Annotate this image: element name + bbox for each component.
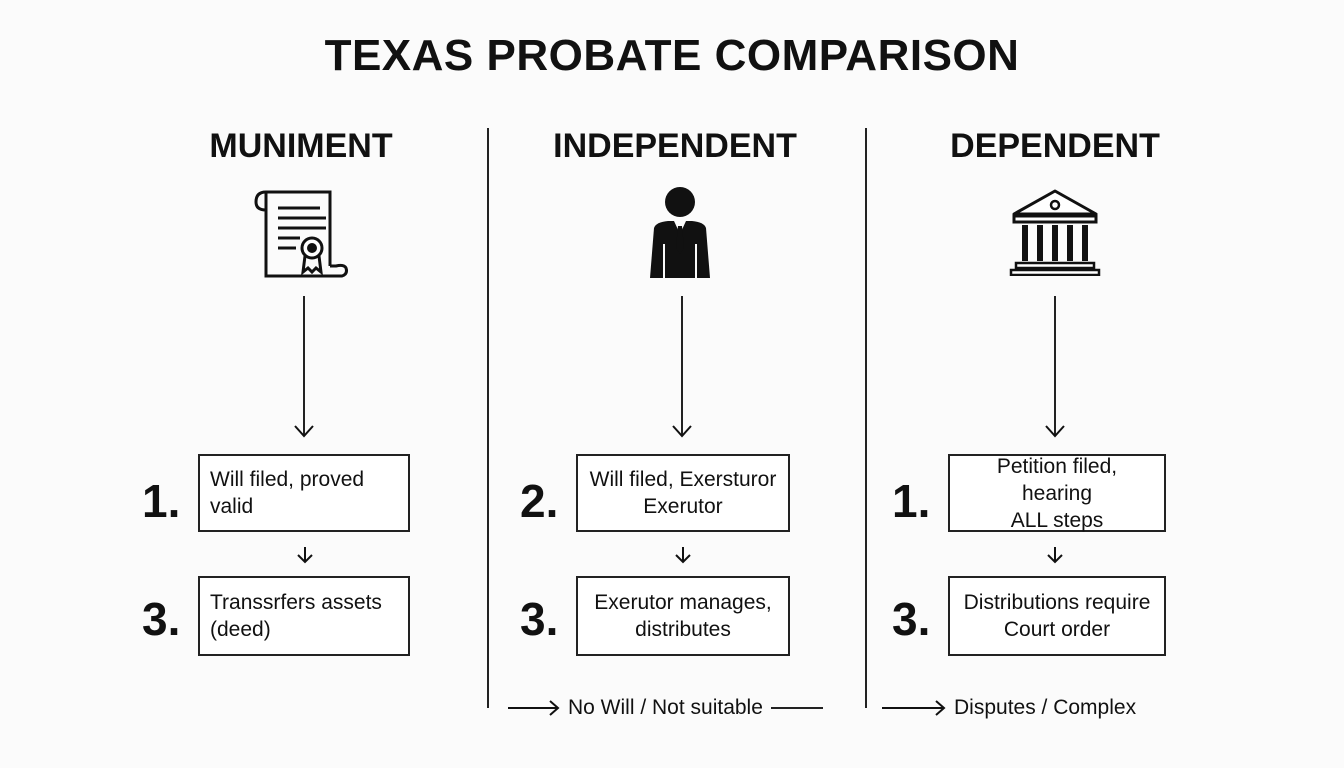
step-text-line: (deed) bbox=[210, 618, 271, 641]
arrow-right-icon bbox=[882, 700, 946, 716]
step-number: 2. bbox=[520, 475, 559, 527]
arrow-down-icon bbox=[296, 546, 314, 569]
independent-footnote: No Will / Not suitable bbox=[508, 694, 823, 722]
arrow-down-icon bbox=[1046, 546, 1064, 569]
step-text-line: Petition filed, hearing bbox=[996, 454, 1118, 505]
step-box: Will filed, proved valid bbox=[198, 454, 410, 532]
courthouse-icon bbox=[1008, 188, 1102, 281]
step-number: 1. bbox=[142, 475, 181, 527]
step-text-line: distributes bbox=[635, 618, 731, 641]
step-text-line: ALL steps bbox=[1010, 508, 1104, 532]
step-text-line: Exerutor bbox=[643, 495, 723, 518]
arrow-right-icon bbox=[508, 700, 560, 716]
step-text-line: Will filed, Exersturor bbox=[589, 468, 777, 491]
column-divider-right bbox=[865, 128, 867, 708]
footnote-label: No Will / Not suitable bbox=[568, 696, 763, 719]
column-heading-dependent: DEPENDENT bbox=[950, 127, 1160, 165]
step-box: Exerutor manages, distributes bbox=[576, 576, 790, 656]
step-number: 1. bbox=[892, 475, 931, 527]
arrow-down-icon bbox=[671, 424, 693, 443]
flow-connector-line bbox=[303, 296, 305, 436]
flow-connector-line bbox=[681, 296, 683, 436]
step-text-line: Will filed, proved bbox=[210, 468, 365, 491]
step-number: 3. bbox=[520, 593, 559, 645]
step-number: 3. bbox=[142, 593, 181, 645]
dependent-footnote: Disputes / Complex bbox=[882, 694, 1144, 722]
column-divider-left bbox=[487, 128, 489, 708]
step-box: Transsrfers assets (deed) bbox=[198, 576, 410, 656]
flow-connector-line bbox=[1054, 296, 1056, 436]
arrow-down-icon bbox=[1044, 424, 1066, 443]
footnote-label: Disputes / Complex bbox=[954, 696, 1137, 719]
column-heading-muniment: MUNIMENT bbox=[209, 127, 393, 165]
column-heading-independent: INDEPENDENT bbox=[553, 127, 797, 165]
arrow-down-icon bbox=[674, 546, 692, 569]
step-text-line: Court order bbox=[1003, 618, 1111, 641]
step-text-line: Distributions require bbox=[963, 591, 1151, 614]
step-text-line: Exerutor manages, bbox=[594, 591, 772, 614]
page-title: TEXAS PROBATE COMPARISON bbox=[324, 31, 1020, 80]
certificate-scroll-icon bbox=[250, 186, 352, 287]
step-text-line: Transsrfers assets bbox=[210, 591, 382, 614]
arrow-down-icon bbox=[293, 424, 315, 443]
footnote-rule bbox=[770, 707, 823, 709]
executor-person-icon bbox=[648, 186, 712, 285]
step-number: 3. bbox=[892, 593, 931, 645]
step-text-line: valid bbox=[210, 495, 254, 518]
